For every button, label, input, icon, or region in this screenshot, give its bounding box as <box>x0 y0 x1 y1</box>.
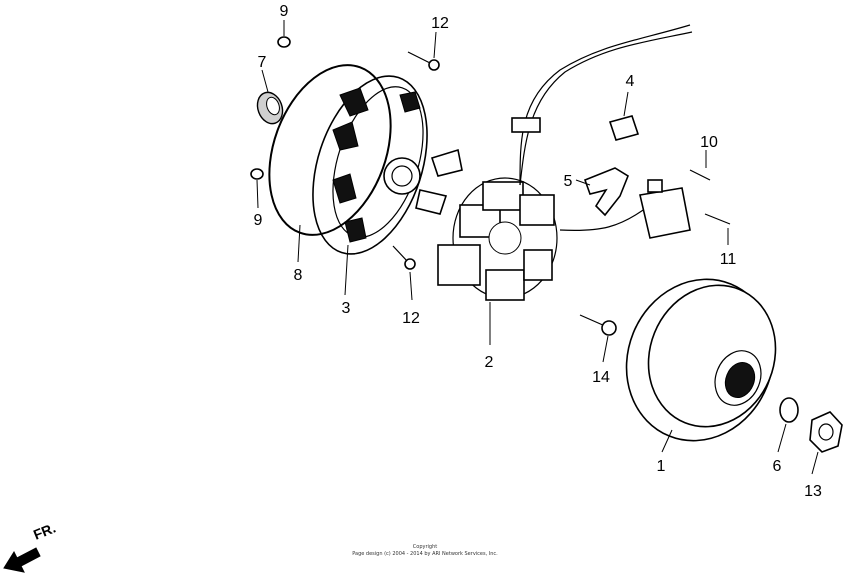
callout-1: 1 <box>657 458 666 475</box>
oil-seal <box>256 91 284 125</box>
wire-clamp <box>608 115 640 141</box>
washer-6 <box>779 397 799 423</box>
stator-base-plate <box>312 75 463 255</box>
stator-coil <box>437 177 558 301</box>
washer-upper <box>277 36 291 48</box>
callout-8: 8 <box>294 267 303 284</box>
callout-3: 3 <box>342 300 351 317</box>
front-arrow-icon <box>3 547 41 573</box>
callout-14: 14 <box>592 369 610 386</box>
leader-lines <box>256 20 819 475</box>
washer-lower <box>250 168 264 180</box>
callout-9-lower: 9 <box>254 212 263 229</box>
copyright-line-1: Copyright <box>412 544 438 550</box>
callout-5: 5 <box>564 173 573 190</box>
callout-labels: 9 7 9 8 3 12 12 2 4 5 10 11 14 1 6 13 <box>254 3 822 500</box>
callout-13: 13 <box>804 483 822 500</box>
screw-11 <box>704 213 731 225</box>
callout-9-upper: 9 <box>280 3 289 20</box>
callout-11: 11 <box>720 251 737 268</box>
callout-7: 7 <box>258 54 267 71</box>
copyright-line-2: Page design (c) 2004 - 2014 by ARI Netwo… <box>352 551 498 557</box>
screw-10 <box>689 169 711 181</box>
callout-12-lower: 12 <box>402 310 420 327</box>
flywheel-rotor <box>625 278 777 442</box>
callout-12-upper: 12 <box>431 15 449 32</box>
mounting-bracket <box>583 167 629 217</box>
callout-6: 6 <box>773 458 782 475</box>
callout-2: 2 <box>485 354 494 371</box>
callout-10: 10 <box>700 134 718 151</box>
wire-harness <box>511 24 693 232</box>
callout-4: 4 <box>626 73 635 90</box>
flange-nut <box>809 411 843 453</box>
bolt-14 <box>579 314 617 336</box>
bolt-lower <box>392 245 416 270</box>
bolt-upper <box>407 51 440 71</box>
pulse-generator <box>639 179 691 239</box>
